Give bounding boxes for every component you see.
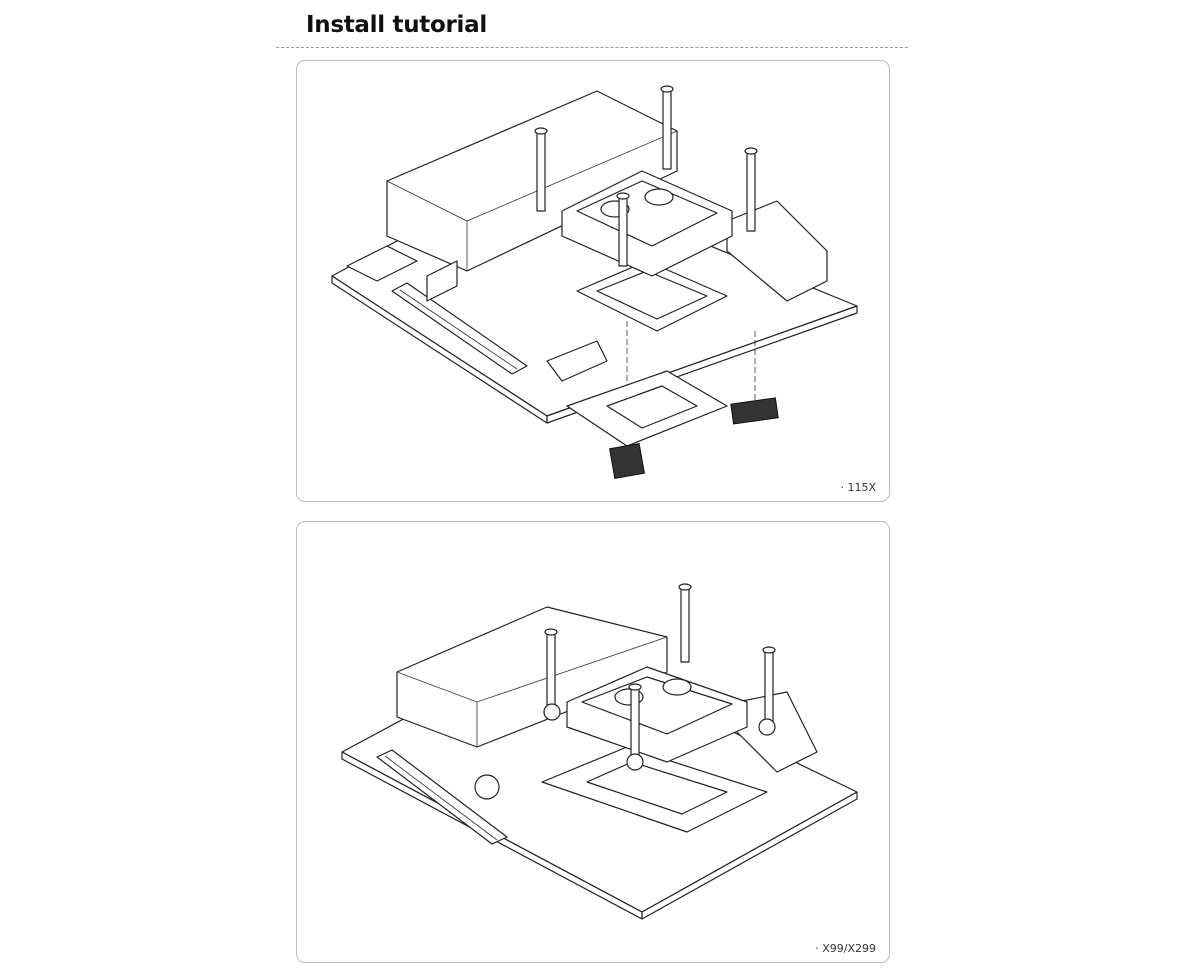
vrm-heatsink xyxy=(386,90,678,272)
figure-caption-x99-x299: · X99/X299 xyxy=(815,942,876,955)
water-block xyxy=(566,666,748,763)
mounting-screws xyxy=(534,85,758,267)
backplate xyxy=(566,370,779,479)
pcie-slot xyxy=(376,749,508,845)
vrm-heatsink xyxy=(396,606,668,748)
pcie-slot xyxy=(391,282,528,375)
install-figure-x99-x299: · X99/X299 xyxy=(296,521,890,963)
install-figure-115x: · 115X xyxy=(296,60,890,502)
motherboard-115x-illustration xyxy=(331,85,858,479)
figure-caption-115x: · 115X xyxy=(840,481,876,494)
mounting-screws xyxy=(544,583,776,758)
title-divider xyxy=(276,47,908,48)
page-title: Install tutorial xyxy=(306,12,487,38)
motherboard-x99-illustration xyxy=(341,583,858,920)
